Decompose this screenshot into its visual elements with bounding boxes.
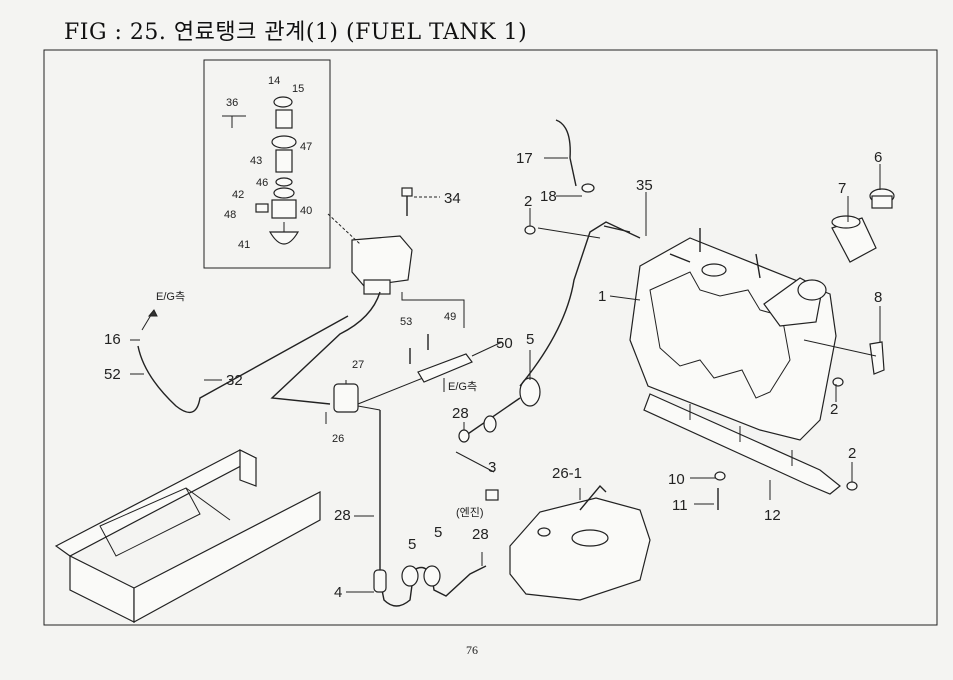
return-pipe xyxy=(519,119,641,387)
tank-bracket-12 xyxy=(643,393,841,495)
callout-49: 49 xyxy=(444,311,456,323)
callout-6: 6 xyxy=(874,149,882,166)
annotation-eg-side-bracket: E/G측 xyxy=(448,380,477,393)
hose-3 xyxy=(455,377,541,501)
callout-2-bottom: 2 xyxy=(848,445,856,462)
callout-47: 47 xyxy=(300,141,312,153)
callout-43: 43 xyxy=(250,155,262,167)
fuel-pump xyxy=(325,375,429,580)
fuel-filter-assembly xyxy=(327,213,465,328)
callout-41: 41 xyxy=(238,239,250,251)
strap-8 xyxy=(869,341,885,375)
callout-5-left: 5 xyxy=(408,536,416,553)
callout-32: 32 xyxy=(226,372,243,389)
callout-4: 4 xyxy=(334,584,342,601)
callout-17: 17 xyxy=(516,150,533,167)
chassis-frame xyxy=(54,449,321,624)
callout-3: 3 xyxy=(488,459,496,476)
callout-52: 52 xyxy=(104,366,121,383)
callout-53: 53 xyxy=(400,316,412,328)
callout-46: 46 xyxy=(256,177,268,189)
strainer-7 xyxy=(831,215,877,263)
callout-2-right: 2 xyxy=(830,401,838,418)
callout-10: 10 xyxy=(668,471,685,488)
callout-28-engine: 28 xyxy=(472,526,489,543)
callout-5-top: 5 xyxy=(526,331,534,348)
callout-42: 42 xyxy=(232,189,244,201)
figure-title: FIG : 25. 연료탱크 관계(1) (FUEL TANK 1) xyxy=(64,20,528,45)
callout-27: 27 xyxy=(352,359,364,371)
fuel-cap-6 xyxy=(869,188,895,209)
callout-40: 40 xyxy=(300,205,312,217)
callout-18: 18 xyxy=(540,188,557,205)
lower-hoses xyxy=(373,552,487,607)
fuel-filter-exploded xyxy=(222,96,300,245)
callout-12: 12 xyxy=(764,507,781,524)
aux-fuel-tank xyxy=(509,484,651,601)
fuel-line-27 xyxy=(270,291,381,405)
annotation-engine-side: (엔진) xyxy=(456,506,484,519)
callout-34: 34 xyxy=(444,190,461,207)
callout-28-mid: 28 xyxy=(452,405,469,422)
callout-11: 11 xyxy=(672,497,688,514)
callout-28-bottom: 28 xyxy=(334,507,351,524)
callout-26-1: 26-1 xyxy=(552,465,582,482)
callout-1: 1 xyxy=(598,288,606,305)
callout-26: 26 xyxy=(332,433,344,445)
fuel-line-52 xyxy=(137,315,349,414)
bolt-34 xyxy=(401,187,440,216)
annotation-eg-side-left: E/G측 xyxy=(156,290,185,303)
callout-15: 15 xyxy=(292,83,304,95)
callout-7: 7 xyxy=(838,180,846,197)
callout-8: 8 xyxy=(874,289,882,306)
callout-2-top: 2 xyxy=(524,193,532,210)
leader-lines xyxy=(130,157,881,593)
callout-50: 50 xyxy=(496,335,513,352)
callout-35: 35 xyxy=(636,177,653,194)
callout-36: 36 xyxy=(226,97,238,109)
filter-inset-box xyxy=(203,59,331,269)
fuel-tank-main xyxy=(629,228,837,441)
bracket-50 xyxy=(409,334,503,392)
callout-16: 16 xyxy=(104,331,121,348)
callout-5-right: 5 xyxy=(434,524,442,541)
callout-48: 48 xyxy=(224,209,236,221)
diagram-frame xyxy=(43,49,938,626)
callout-14: 14 xyxy=(268,75,280,87)
page-number: 76 xyxy=(466,643,478,657)
